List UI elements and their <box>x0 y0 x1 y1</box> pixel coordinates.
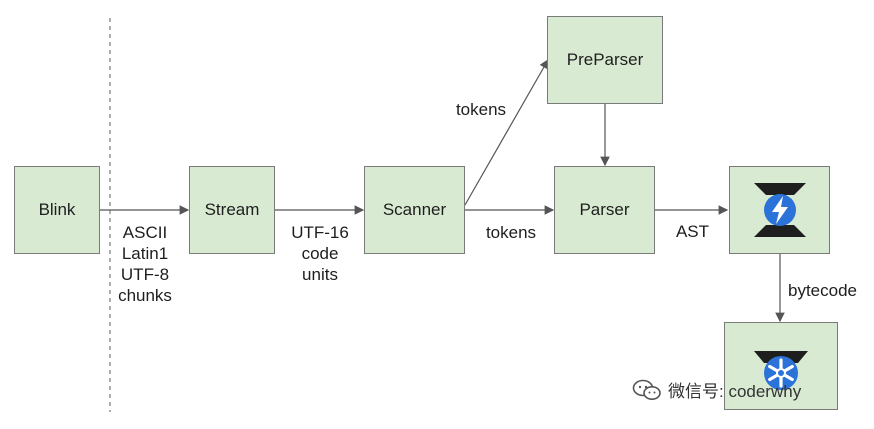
node-preparser: PreParser <box>547 16 663 104</box>
label-line: UTF-16 <box>291 223 349 242</box>
wechat-icon <box>632 379 661 400</box>
node-parser: Parser <box>554 166 655 254</box>
node-preparser-label: PreParser <box>566 50 644 69</box>
edge-label-stream-scanner: UTF-16 code units <box>280 222 360 285</box>
label-line: Latin1 <box>121 244 169 263</box>
edge-scanner-preparser <box>464 58 549 206</box>
node-stream-label: Stream <box>204 200 260 219</box>
node-turbofan <box>724 322 838 410</box>
edge-label-scanner-parser: tokens <box>485 223 537 242</box>
watermark-text: 微信号: coderwhy <box>668 382 802 401</box>
node-blink: Blink <box>14 166 100 254</box>
v8-ignition-icon <box>753 183 806 237</box>
node-stream: Stream <box>189 166 275 254</box>
label-line: units <box>302 265 338 284</box>
edge-label-ignition-turbofan: bytecode <box>788 281 857 300</box>
label-line: code <box>301 244 339 263</box>
label-line: ASCII <box>122 223 168 242</box>
watermark: 微信号: coderwhy <box>632 377 801 402</box>
node-scanner: Scanner <box>364 166 465 254</box>
node-ignition <box>729 166 830 254</box>
node-scanner-label: Scanner <box>382 200 447 219</box>
label-line: UTF-8 <box>120 265 170 284</box>
edge-label-scanner-preparser: tokens <box>455 100 507 119</box>
node-parser-label: Parser <box>579 200 630 219</box>
label-line: chunks <box>118 286 172 305</box>
edge-label-parser-ignition: AST <box>675 222 710 241</box>
v8-turbofan-icon <box>754 351 808 390</box>
edge-label-blink-stream: ASCII Latin1 UTF-8 chunks <box>110 222 180 306</box>
node-blink-label: Blink <box>38 200 76 219</box>
